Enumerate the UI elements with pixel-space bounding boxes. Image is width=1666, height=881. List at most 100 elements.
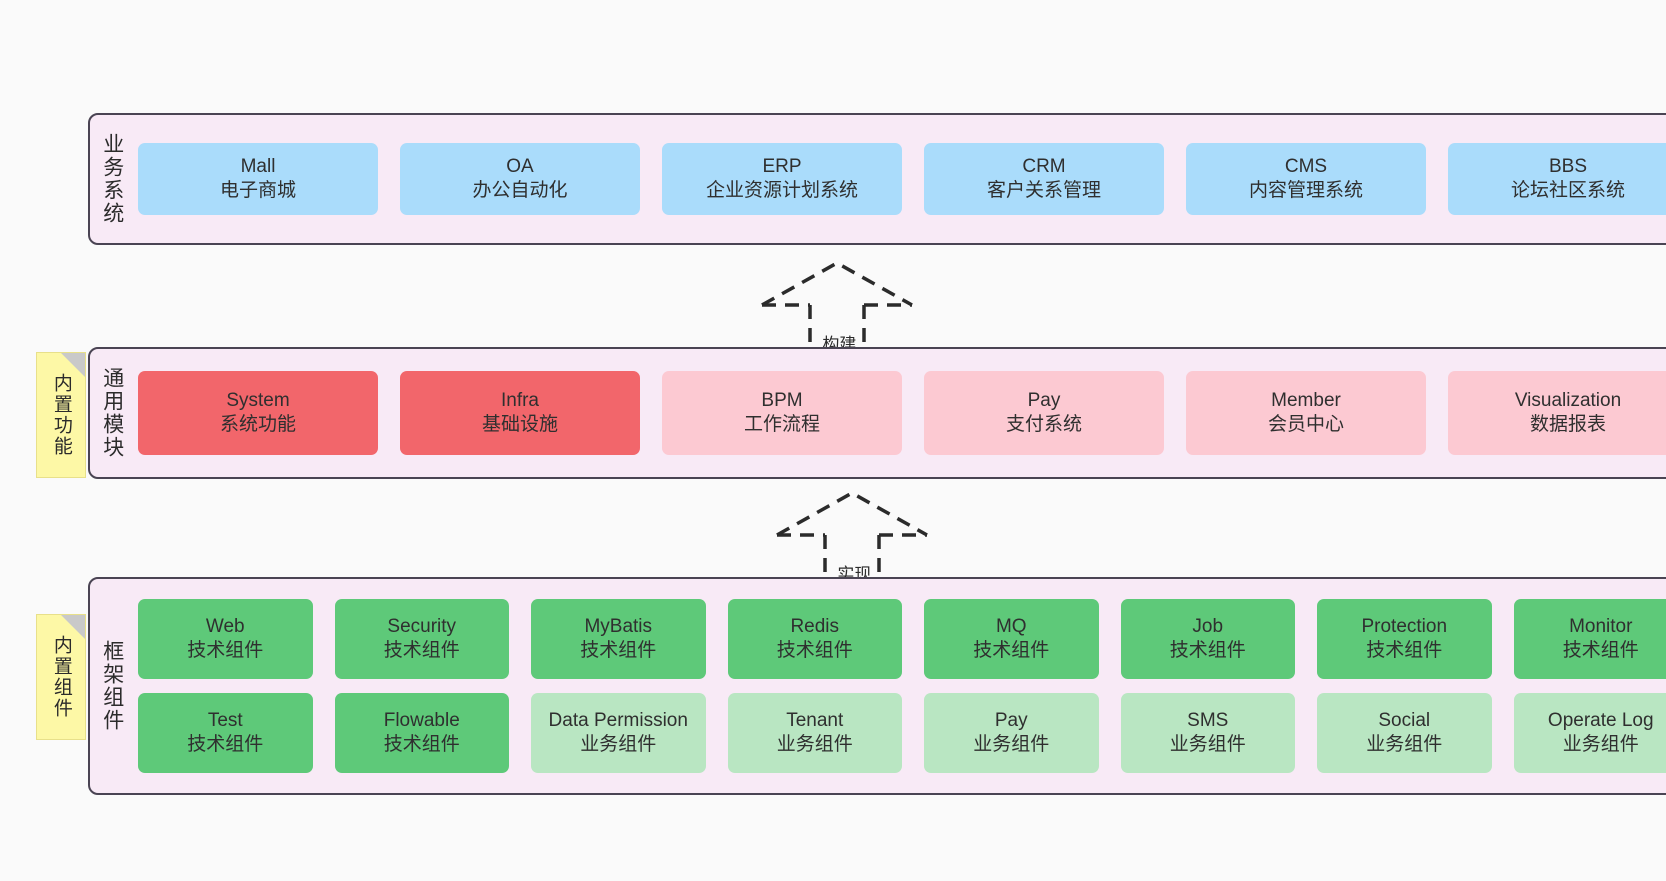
sticky-note-builtin-features: 内置功能: [36, 352, 86, 478]
node-label-en: Test: [207, 709, 243, 731]
node-label-cn: 技术组件: [1169, 640, 1246, 661]
node-label-en: CRM: [1022, 155, 1066, 177]
node-label-en: ERP: [762, 155, 802, 177]
page-fold-icon: [61, 615, 85, 639]
node-row: Test 技术组件 Flowable 技术组件 Data Permission …: [138, 693, 1666, 773]
node-label-cn: 工作流程: [743, 414, 820, 435]
node-label-cn: 技术组件: [383, 640, 460, 661]
node-label-cn: 企业资源计划系统: [705, 180, 858, 201]
node-infra[interactable]: Infra 基础设施: [400, 371, 640, 455]
node-label-cn: 基础设施: [481, 414, 558, 435]
layer-body-framework-components: Web 技术组件 Security 技术组件 MyBatis 技术组件 Redi…: [134, 579, 1666, 793]
node-security[interactable]: Security 技术组件: [334, 599, 509, 679]
node-label-en: Member: [1271, 389, 1341, 411]
sticky-note-builtin-components: 内置组件: [36, 614, 86, 740]
node-mall[interactable]: Mall 电子商城: [138, 143, 378, 215]
layer-body-common-modules: System 系统功能 Infra 基础设施 BPM 工作流程 Pay 支付系统…: [134, 349, 1666, 477]
node-label-en: Social: [1378, 709, 1431, 731]
node-label-cn: 业务组件: [776, 734, 853, 755]
node-label-en: Infra: [500, 389, 540, 411]
node-erp[interactable]: ERP 企业资源计划系统: [662, 143, 902, 215]
node-social[interactable]: Social 业务组件: [1317, 693, 1492, 773]
node-mq[interactable]: MQ 技术组件: [924, 599, 1099, 679]
sticky-note-label: 内置功能: [50, 373, 72, 457]
node-job[interactable]: Job 技术组件: [1120, 599, 1295, 679]
node-crm[interactable]: CRM 客户关系管理: [924, 143, 1164, 215]
node-bbs[interactable]: BBS 论坛社区系统: [1448, 143, 1666, 215]
node-label-cn: 业务组件: [580, 734, 657, 755]
layer-body-business-system: Mall 电子商城 OA 办公自动化 ERP 企业资源计划系统 CRM 客户关系…: [134, 115, 1666, 243]
node-label-en: Security: [387, 615, 457, 637]
node-row: Web 技术组件 Security 技术组件 MyBatis 技术组件 Redi…: [138, 599, 1666, 679]
node-label-cn: 电子商城: [219, 180, 296, 201]
node-label-cn: 技术组件: [187, 640, 264, 661]
node-member[interactable]: Member 会员中心: [1186, 371, 1426, 455]
node-label-en: Pay: [994, 709, 1028, 731]
layer-title-common-modules: 通用模块: [100, 367, 124, 459]
node-bpm[interactable]: BPM 工作流程: [662, 371, 902, 455]
node-label-en: OA: [506, 155, 534, 177]
node-sms[interactable]: SMS 业务组件: [1120, 693, 1295, 773]
node-label-en: Protection: [1361, 615, 1448, 637]
connector-build: 构建: [742, 253, 932, 357]
node-label-en: MyBatis: [584, 615, 653, 637]
layer-title-framework-components: 框架组件: [100, 640, 124, 732]
node-pay-module[interactable]: Pay 支付系统: [924, 371, 1164, 455]
node-label-en: SMS: [1187, 709, 1229, 731]
node-tenant[interactable]: Tenant 业务组件: [727, 693, 902, 773]
node-web[interactable]: Web 技术组件: [138, 599, 313, 679]
node-operate-log[interactable]: Operate Log 业务组件: [1513, 693, 1666, 773]
node-label-en: Data Permission: [548, 709, 688, 731]
node-mybatis[interactable]: MyBatis 技术组件: [531, 599, 706, 679]
node-label-cn: 业务组件: [1562, 734, 1639, 755]
node-redis[interactable]: Redis 技术组件: [727, 599, 902, 679]
node-label-en: Pay: [1027, 389, 1061, 411]
node-data-permission[interactable]: Data Permission 业务组件: [531, 693, 706, 773]
node-label-en: Operate Log: [1547, 709, 1654, 731]
node-label-cn: 支付系统: [1005, 414, 1082, 435]
node-label-cn: 业务组件: [1366, 734, 1443, 755]
node-label-cn: 论坛社区系统: [1510, 180, 1625, 201]
node-flowable[interactable]: Flowable 技术组件: [334, 693, 509, 773]
node-label-en: Monitor: [1569, 615, 1633, 637]
node-label-cn: 技术组件: [580, 640, 657, 661]
node-label-cn: 内容管理系统: [1248, 180, 1363, 201]
node-visualization[interactable]: Visualization 数据报表: [1448, 371, 1666, 455]
node-label-en: Job: [1192, 615, 1224, 637]
node-label-cn: 技术组件: [776, 640, 853, 661]
node-label-cn: 系统功能: [219, 414, 296, 435]
node-label-cn: 会员中心: [1267, 414, 1344, 435]
node-test[interactable]: Test 技术组件: [138, 693, 313, 773]
layer-title-business-system: 业务系统: [100, 133, 124, 225]
node-label-en: Web: [205, 615, 245, 637]
node-label-cn: 业务组件: [973, 734, 1050, 755]
node-label-en: Flowable: [383, 709, 460, 731]
node-label-en: CMS: [1284, 155, 1328, 177]
layer-common-modules: 通用模块 System 系统功能 Infra 基础设施 BPM 工作流程 Pay…: [88, 347, 1666, 479]
node-oa[interactable]: OA 办公自动化: [400, 143, 640, 215]
node-cms[interactable]: CMS 内容管理系统: [1186, 143, 1426, 215]
node-label-en: System: [226, 389, 290, 411]
node-monitor[interactable]: Monitor 技术组件: [1513, 599, 1666, 679]
node-label-cn: 客户关系管理: [986, 180, 1101, 201]
layer-business-system: 业务系统 Mall 电子商城 OA 办公自动化 ERP 企业资源计划系统 CRM…: [88, 113, 1666, 245]
node-label-cn: 业务组件: [1169, 734, 1246, 755]
node-label-cn: 技术组件: [1366, 640, 1443, 661]
node-label-en: Redis: [790, 615, 840, 637]
node-label-en: Mall: [240, 155, 276, 177]
node-protection[interactable]: Protection 技术组件: [1317, 599, 1492, 679]
node-label-en: BBS: [1548, 155, 1588, 177]
layer-framework-components: 框架组件 Web 技术组件 Security 技术组件 MyBatis 技术组件…: [88, 577, 1666, 795]
node-label-cn: 技术组件: [187, 734, 264, 755]
node-row: Mall 电子商城 OA 办公自动化 ERP 企业资源计划系统 CRM 客户关系…: [138, 143, 1666, 215]
node-pay-component[interactable]: Pay 业务组件: [924, 693, 1099, 773]
node-label-en: MQ: [995, 615, 1027, 637]
sticky-note-label: 内置组件: [50, 635, 72, 719]
node-system[interactable]: System 系统功能: [138, 371, 378, 455]
node-label-cn: 办公自动化: [472, 180, 568, 201]
node-label-en: Visualization: [1514, 389, 1622, 411]
page-fold-icon: [61, 353, 85, 377]
node-label-en: Tenant: [786, 709, 844, 731]
node-row: System 系统功能 Infra 基础设施 BPM 工作流程 Pay 支付系统…: [138, 371, 1666, 455]
